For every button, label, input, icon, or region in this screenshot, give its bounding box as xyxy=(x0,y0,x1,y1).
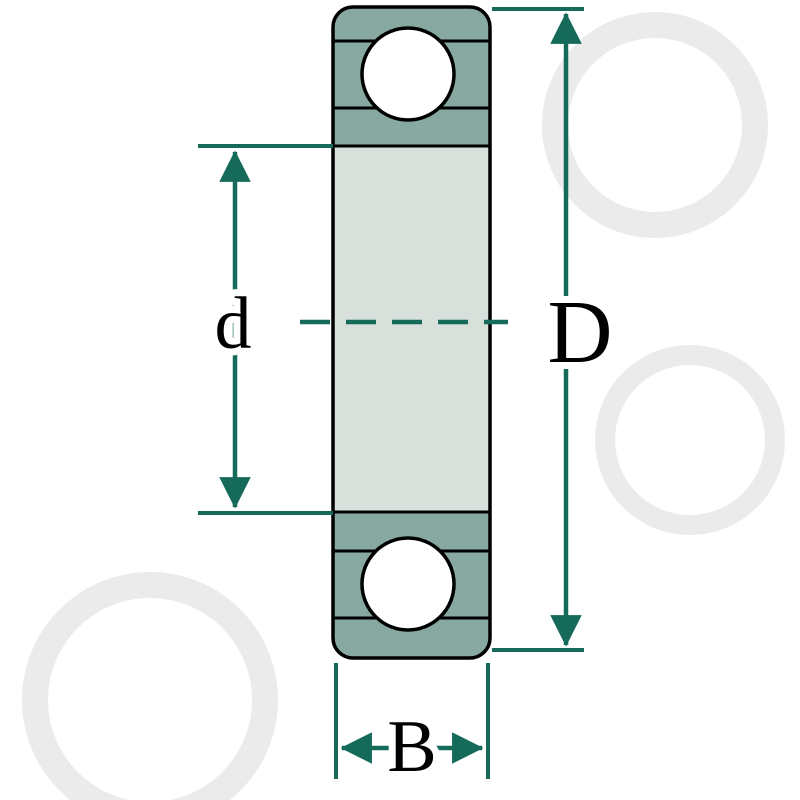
bearing-bore-fill xyxy=(333,7,490,658)
bearing-body xyxy=(331,5,492,660)
ball-bottom xyxy=(360,536,456,632)
bearing-outline xyxy=(331,5,492,660)
label-outer-diameter: D xyxy=(548,283,613,382)
watermark-ring-top-right xyxy=(542,12,768,238)
label-width: B xyxy=(387,706,436,788)
watermark-ring-bottom-left xyxy=(22,572,278,800)
dimension-D: D xyxy=(492,7,620,652)
label-bore-diameter: d xyxy=(215,283,252,365)
ball-top xyxy=(360,26,456,122)
dimension-d: d xyxy=(198,144,333,515)
dimension-B: B xyxy=(334,663,490,795)
watermark-ring-mid-right xyxy=(595,345,785,535)
